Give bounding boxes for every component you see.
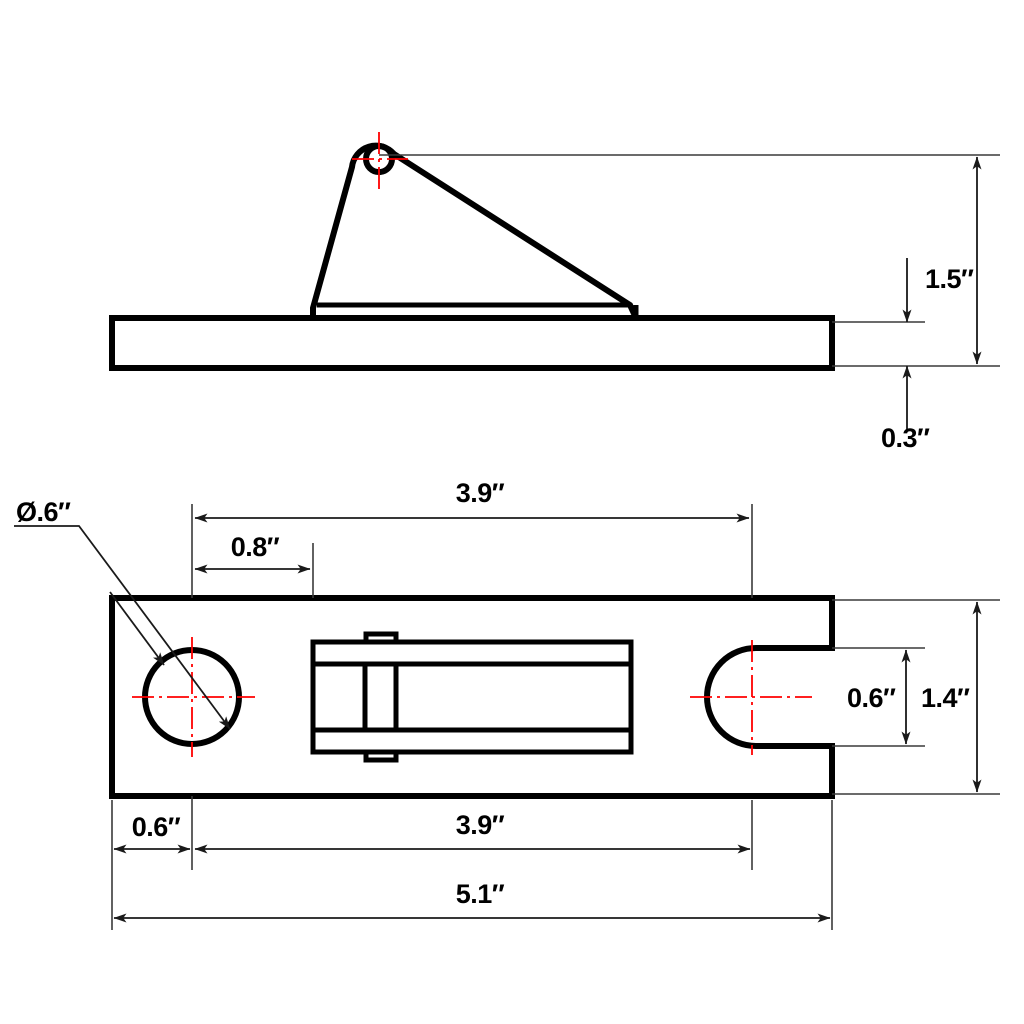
side-elevation-view: 1.5″ 0.3″ xyxy=(109,132,1000,453)
dim-label-plate-width: 1.4″ xyxy=(921,683,970,713)
plan-top-view: Ø.6″ 3.9″ 0.8″ 0.6″ 1.4″ 0.6″ xyxy=(14,478,1000,930)
dim-label-overall-length: 5.1″ xyxy=(456,879,505,909)
dim-label-slot-width: 0.6″ xyxy=(847,683,896,713)
dim-label-hole-to-slot: 3.9″ xyxy=(456,810,505,840)
plan-gusset-body xyxy=(310,661,634,733)
plan-gusset-flange-bottom xyxy=(310,727,634,755)
plan-gusset-flange-top xyxy=(310,639,634,667)
side-base-plate-outline xyxy=(109,315,835,371)
dim-label-top-span: 3.9″ xyxy=(456,478,505,508)
dim-label-edge-offset: 0.6″ xyxy=(132,812,181,842)
dim-label-hole-offset: 0.8″ xyxy=(231,532,280,562)
leader-line-hole-diameter-upper xyxy=(109,591,165,666)
dim-label-hole-diameter: Ø.6″ xyxy=(16,497,71,527)
dim-label-plate-thickness: 0.3″ xyxy=(881,423,930,453)
dim-label-overall-height: 1.5″ xyxy=(925,264,974,294)
plan-plate-outline xyxy=(109,595,835,799)
leader-line-hole-diameter-lower xyxy=(14,525,231,730)
side-gusset-outline xyxy=(310,142,639,320)
plan-gusset-tab-top xyxy=(363,631,399,645)
plan-gusset-tab-bottom xyxy=(363,749,399,763)
